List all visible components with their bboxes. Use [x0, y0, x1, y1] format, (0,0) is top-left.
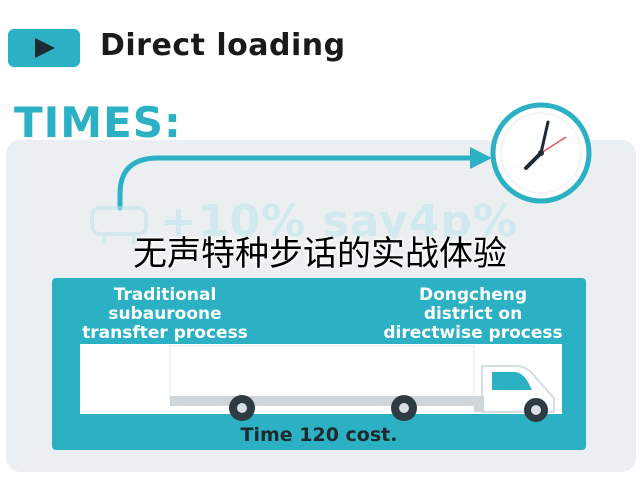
right-label-line-3: directwise process	[383, 323, 563, 343]
direct-process-box	[364, 278, 582, 344]
arrow-right-icon	[117, 147, 492, 211]
times-heading: TIMES:	[14, 98, 182, 147]
direct-process-label: Dongcheng district on directwise process	[364, 286, 582, 343]
left-label-line-2: subauroone	[108, 304, 222, 324]
traditional-process-box	[56, 278, 274, 344]
header-title: Direct loading	[100, 28, 346, 63]
left-label-line-3: transfter process	[82, 323, 248, 343]
play-icon	[8, 29, 80, 67]
clock-icon	[490, 102, 592, 204]
cable-plug-icon	[90, 206, 148, 244]
right-label-line-2: district on	[423, 304, 523, 324]
ghost-text: +10% say4p%	[160, 196, 518, 247]
traditional-process-label: Traditional subauroone transfter process	[56, 286, 274, 343]
right-label-line-1: Dongcheng	[418, 285, 528, 305]
left-label-line-1: Traditional	[113, 285, 217, 305]
footer-caption: Time 120 cost.	[240, 424, 398, 446]
overlay-caption: 无声特种步话的实战体验	[133, 234, 507, 274]
